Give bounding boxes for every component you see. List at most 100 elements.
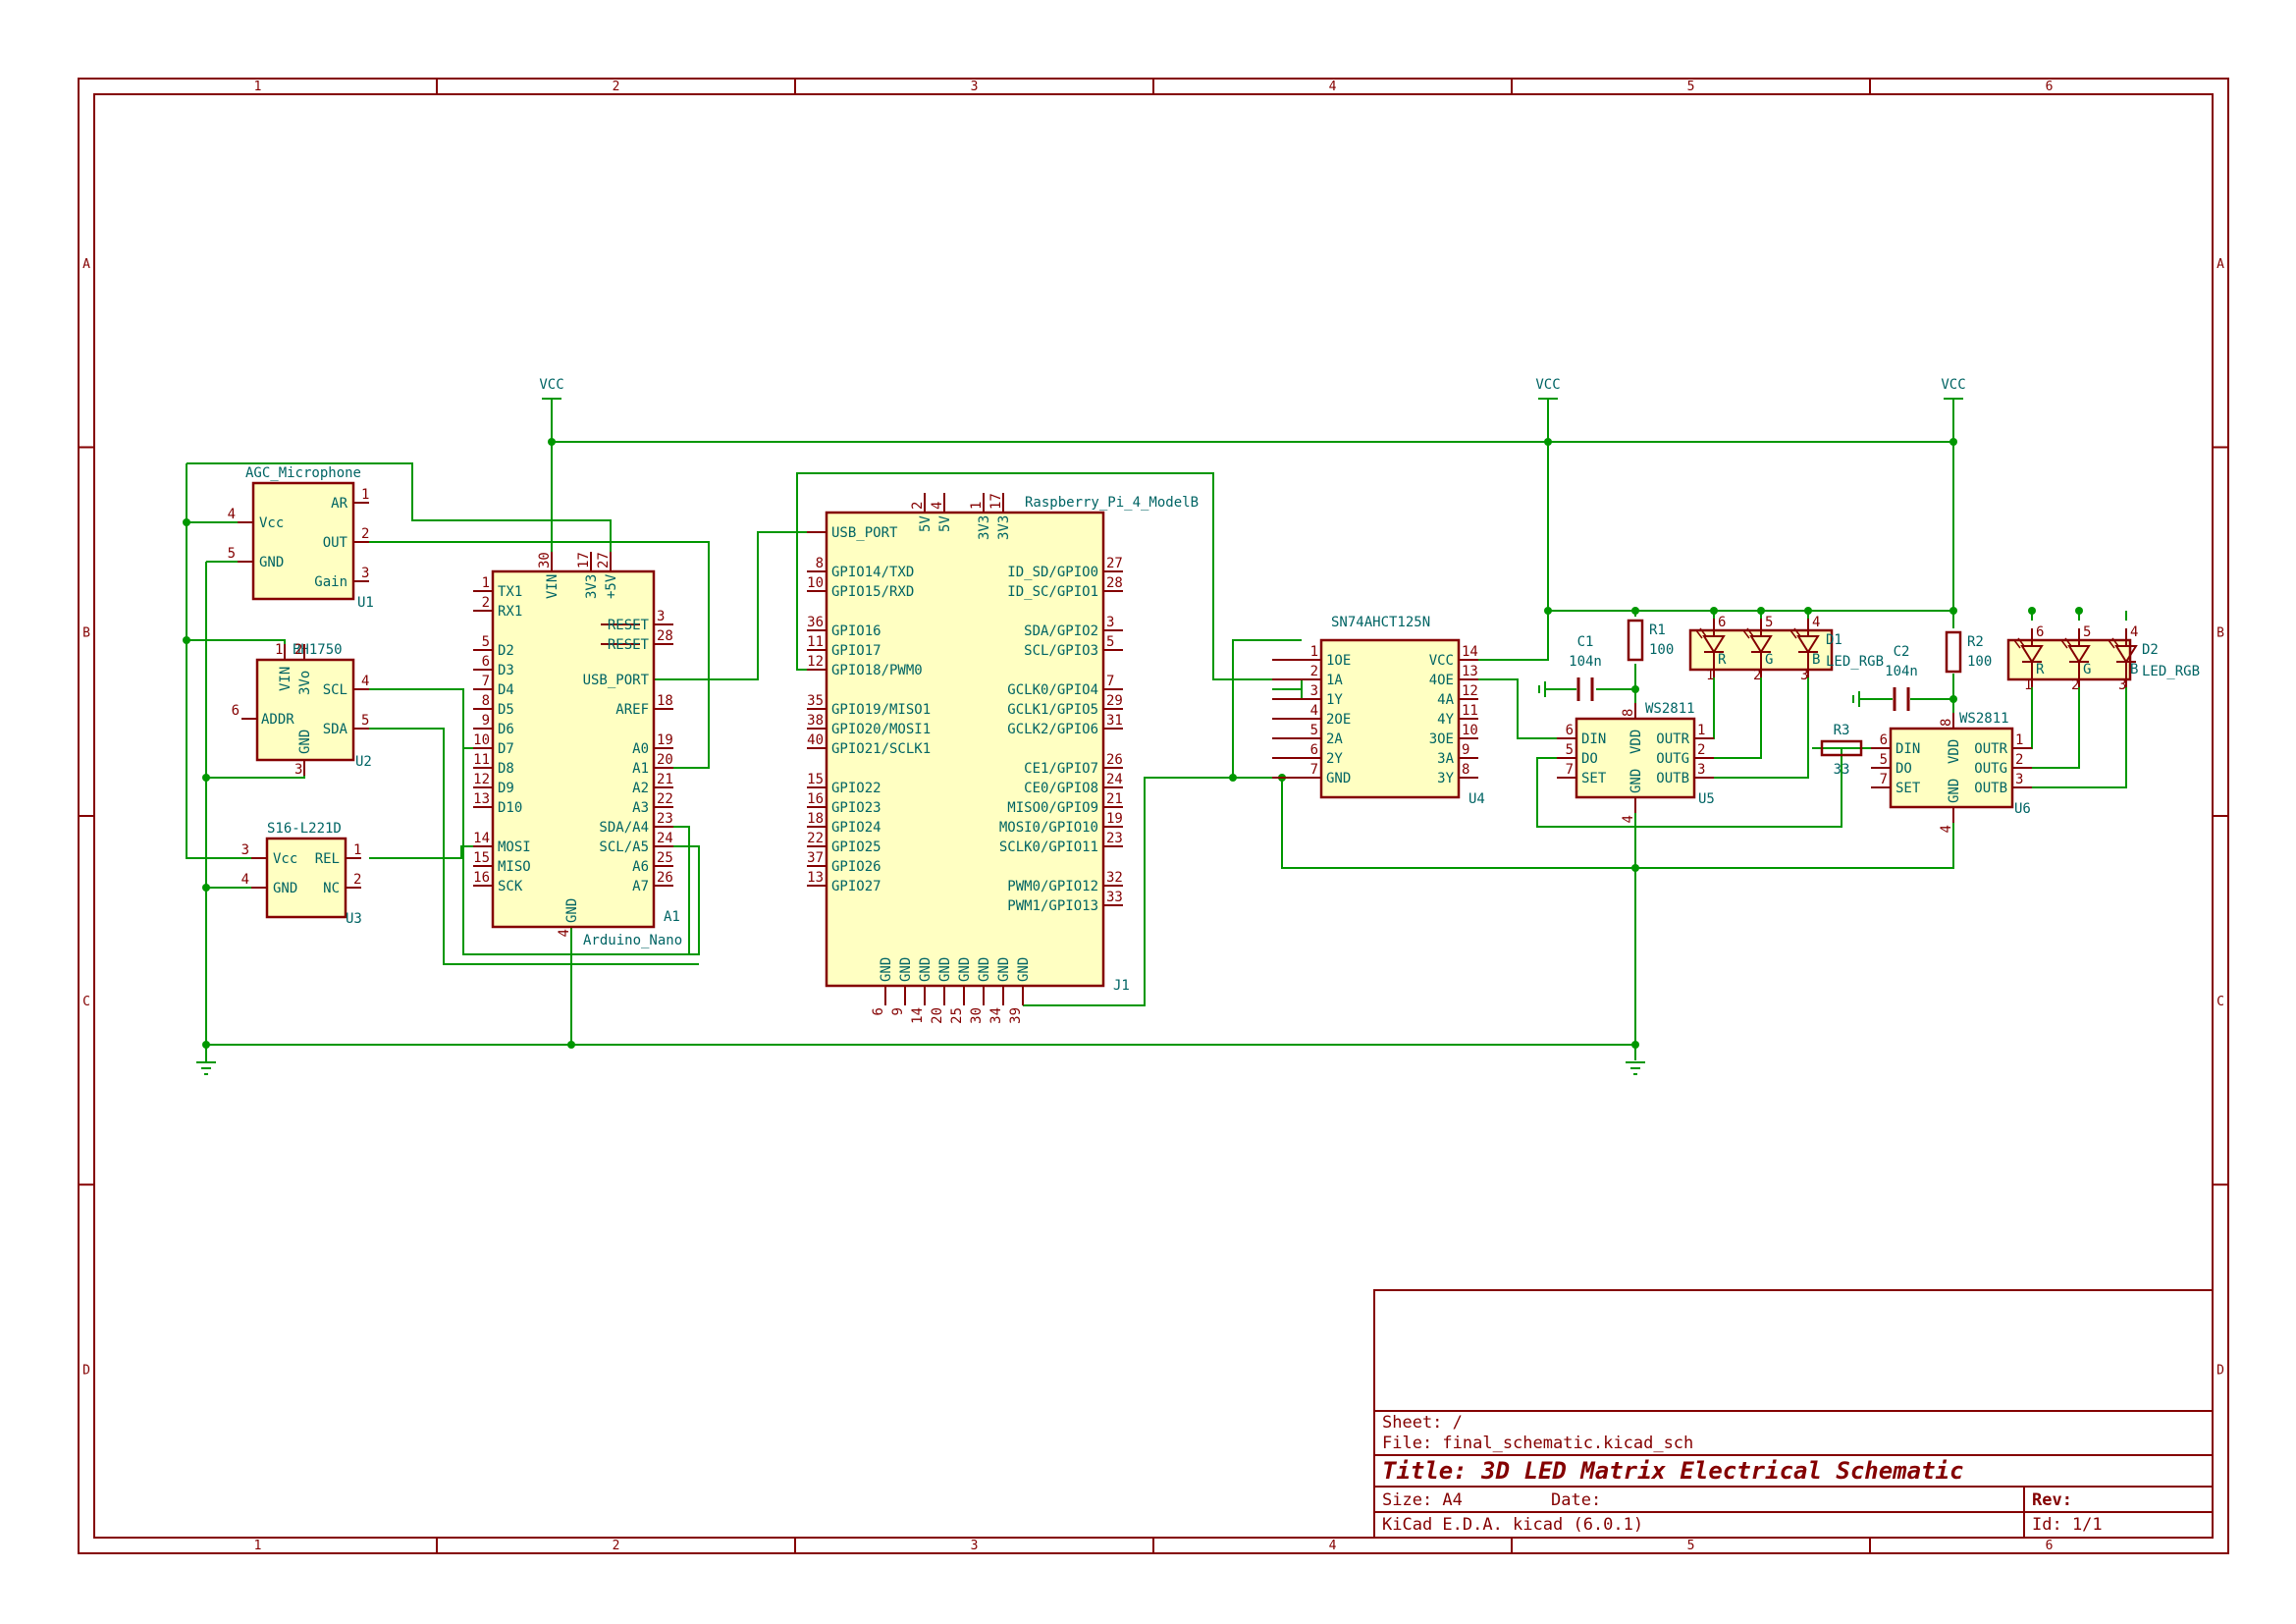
frame-row-right-label: D (2216, 1363, 2224, 1378)
svg-text:3: 3 (1800, 668, 1808, 683)
frame-col-top-label: 5 (1687, 80, 1695, 94)
pin-number: 40 (807, 732, 824, 748)
u1-agc-microphone[interactable]: AGC_Microphone U1 Vcc 4 GND 5 AR 1 OUT 2… (228, 465, 374, 611)
svg-text:Vcc: Vcc (273, 851, 297, 867)
svg-text:104n: 104n (1885, 664, 1918, 679)
u4-sn74ahct125n[interactable]: SN74AHCT125N U4 1OE11A21Y32OE42A52Y6GND7… (1272, 615, 1485, 807)
frame-col-top-label: 2 (613, 80, 620, 94)
pin-number: 8 (1462, 762, 1469, 778)
pin-name: SET (1581, 771, 1607, 786)
u2-bh1750[interactable]: BH1750 U2 VIN 1 3Vo 2 ADDR 6 GND 3 SCL 4… (232, 642, 372, 778)
pin-name: OUTB (1656, 771, 1689, 786)
svg-text:B: B (2130, 662, 2138, 677)
pin-number: 37 (807, 850, 824, 866)
pin-name: 2A (1326, 731, 1343, 747)
pin-name: MOSI0/GPIO10 (999, 820, 1098, 836)
pin-name: 2OE (1326, 712, 1351, 728)
svg-text:Gain: Gain (314, 574, 347, 590)
svg-text:D2: D2 (2142, 642, 2159, 658)
u6-ws2811[interactable]: WS2811 U6 DIN6DO5SET7OUTR1OUTG2OUTB3VDD8… (1871, 711, 2032, 833)
wire-bh-scl (369, 688, 473, 749)
pin-number: 10 (473, 732, 490, 748)
svg-text:2: 2 (353, 872, 361, 888)
pin-name: OUTG (1656, 751, 1689, 767)
pin-number: 18 (657, 693, 673, 709)
pin-number: 12 (807, 654, 824, 670)
pin-name: GND (977, 957, 992, 982)
c1-capacitor[interactable]: C1 104n (1569, 634, 1602, 701)
gnd-symbol-1 (196, 1045, 216, 1075)
pin-number: 17 (576, 552, 592, 568)
pin-number: 5 (1880, 752, 1888, 768)
pin-number: 4 (930, 502, 945, 510)
frame-row-left-label: A (82, 257, 90, 272)
pin-number: 15 (473, 850, 490, 866)
pin-number: 20 (930, 1007, 945, 1024)
pin-number: 11 (1462, 703, 1478, 719)
frame-col-bottom-label: 3 (971, 1539, 979, 1553)
pin-number: 1 (1310, 644, 1318, 660)
pin-number: 35 (807, 693, 824, 709)
r3-resistor[interactable]: R3 33 (1820, 723, 1863, 778)
j1-raspberry-pi-4[interactable]: Raspberry_Pi_4_ModelB J1 USB_PORTGPIO14/… (807, 493, 1199, 1024)
svg-text:Vcc: Vcc (259, 515, 284, 531)
pin-number: 6 (1310, 742, 1318, 758)
r2-resistor[interactable]: R2 100 (1945, 630, 1992, 674)
pin-name: GPIO15/RXD (831, 584, 914, 600)
pin-name: 1A (1326, 673, 1343, 688)
pin-name: USB_PORT (831, 525, 898, 541)
title-block-date: Date: (1551, 1490, 1601, 1510)
pin-number: 2 (1697, 742, 1705, 758)
pin-number: 24 (1106, 772, 1123, 787)
pin-number: 38 (807, 713, 824, 729)
pin-name: SET (1896, 781, 1921, 796)
svg-text:GND: GND (297, 730, 313, 754)
pin-number: 28 (657, 628, 673, 644)
wire-vcc-rail (551, 412, 1953, 443)
pin-number: 1 (482, 575, 490, 591)
vcc-symbol-2: VCC (1535, 377, 1561, 412)
pin-name: AREF (615, 702, 649, 718)
a1-arduino-nano[interactable]: Arduino_Nano A1 TX11RX12D25D36D47D58D69D… (473, 552, 682, 948)
pin-number: 5 (1106, 634, 1114, 650)
pin-number: 27 (1106, 556, 1123, 571)
pin-name: VIN (545, 574, 561, 599)
svg-text:5: 5 (1765, 615, 1773, 630)
pin-name: D9 (498, 781, 514, 796)
pin-name: GND (957, 957, 973, 982)
pin-name: CE0/GPIO8 (1024, 781, 1098, 796)
r1-resistor[interactable]: R1 100 (1627, 619, 1674, 662)
svg-text:4: 4 (361, 674, 369, 689)
pin-name: OUTR (1656, 731, 1689, 747)
u5-ws2811[interactable]: WS2811 U5 DIN6DO5SET7OUTR1OUTG2OUTB3VDD8… (1557, 701, 1715, 823)
u3-s16-l221d[interactable]: S16-L221D U3 Vcc 3 GND 4 REL 1 NC 2 (241, 821, 362, 927)
pin-name: 4A (1437, 692, 1454, 708)
gnd-symbol-c2 (1852, 691, 1881, 707)
pin-number: 3 (2015, 772, 2023, 787)
gnd-symbol-2 (1626, 1061, 1645, 1075)
c2-capacitor[interactable]: C2 104n (1885, 644, 1918, 711)
svg-text:G: G (1765, 652, 1773, 668)
pin-number: 29 (1106, 693, 1123, 709)
pin-number: 6 (482, 654, 490, 670)
svg-text:VCC: VCC (539, 377, 563, 393)
frame-col-bottom-label: 4 (1329, 1539, 1337, 1553)
title-block-size: Size: A4 (1382, 1490, 1463, 1510)
frame-row-right-label: B (2216, 625, 2224, 640)
frame-col-top-label: 1 (254, 80, 262, 94)
pin-name: GND (564, 898, 580, 923)
pin-name: GPIO16 (831, 623, 881, 639)
pin-number: 9 (890, 1007, 906, 1015)
a1-ref: A1 (664, 909, 680, 925)
pin-number: 10 (807, 575, 824, 591)
pin-name: SDA/GPIO2 (1024, 623, 1098, 639)
pin-name: PWM1/GPIO13 (1007, 898, 1098, 914)
pin-name: GPIO19/MISO1 (831, 702, 931, 718)
vcc-symbol-3: VCC (1941, 377, 1966, 412)
pin-name: D2 (498, 643, 514, 659)
pin-number: 26 (1106, 752, 1123, 768)
u4-value: SN74AHCT125N (1331, 615, 1430, 630)
pin-name: A2 (632, 781, 649, 796)
